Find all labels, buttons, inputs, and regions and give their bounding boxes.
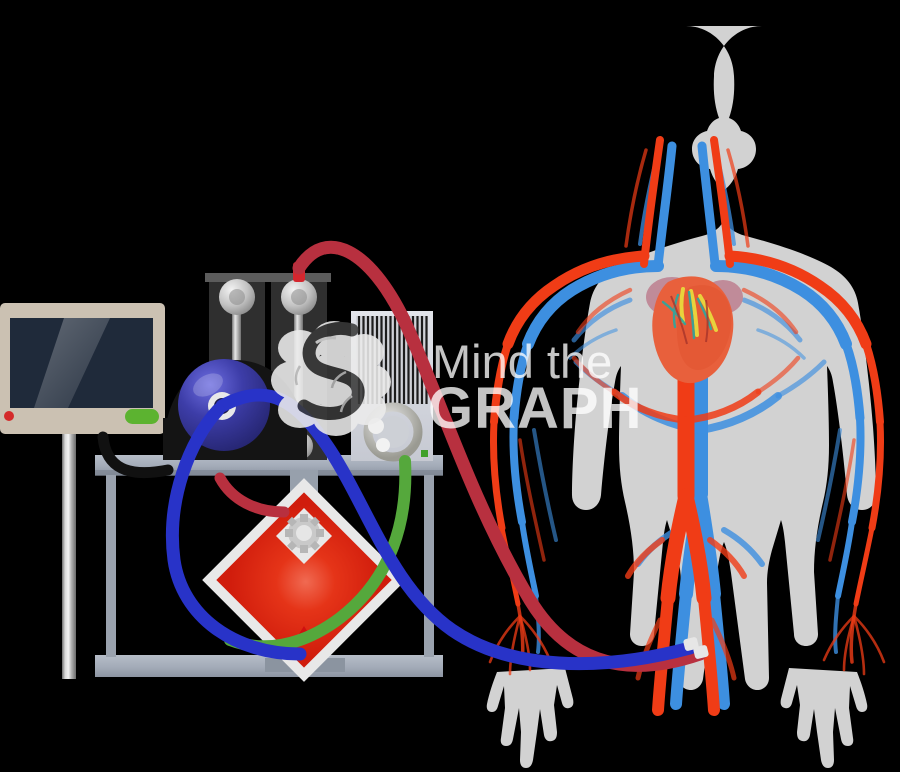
patient-figure bbox=[486, 26, 886, 768]
power-cable bbox=[97, 431, 174, 479]
monitor-stand-pole bbox=[62, 434, 76, 679]
watermark: Mind the GRAPH bbox=[271, 321, 642, 441]
venous-line-proximal bbox=[165, 403, 307, 661]
oxygenator-indicator-led bbox=[421, 450, 428, 457]
brain-logo-icon bbox=[271, 321, 391, 436]
rotor-ring bbox=[363, 402, 423, 462]
perfusion-monitor[interactable] bbox=[0, 303, 165, 679]
reservoir-inlet-line bbox=[214, 472, 290, 518]
watermark-line2: GRAPH bbox=[428, 376, 642, 441]
screen-glare bbox=[34, 318, 110, 408]
cannula-tips bbox=[683, 637, 709, 659]
watermark-line1: Mind the bbox=[432, 335, 612, 388]
monitor-green-button[interactable] bbox=[125, 409, 159, 424]
monitor-power-led bbox=[4, 411, 14, 421]
heart bbox=[646, 276, 743, 384]
venous-reservoir[interactable] bbox=[202, 470, 406, 682]
